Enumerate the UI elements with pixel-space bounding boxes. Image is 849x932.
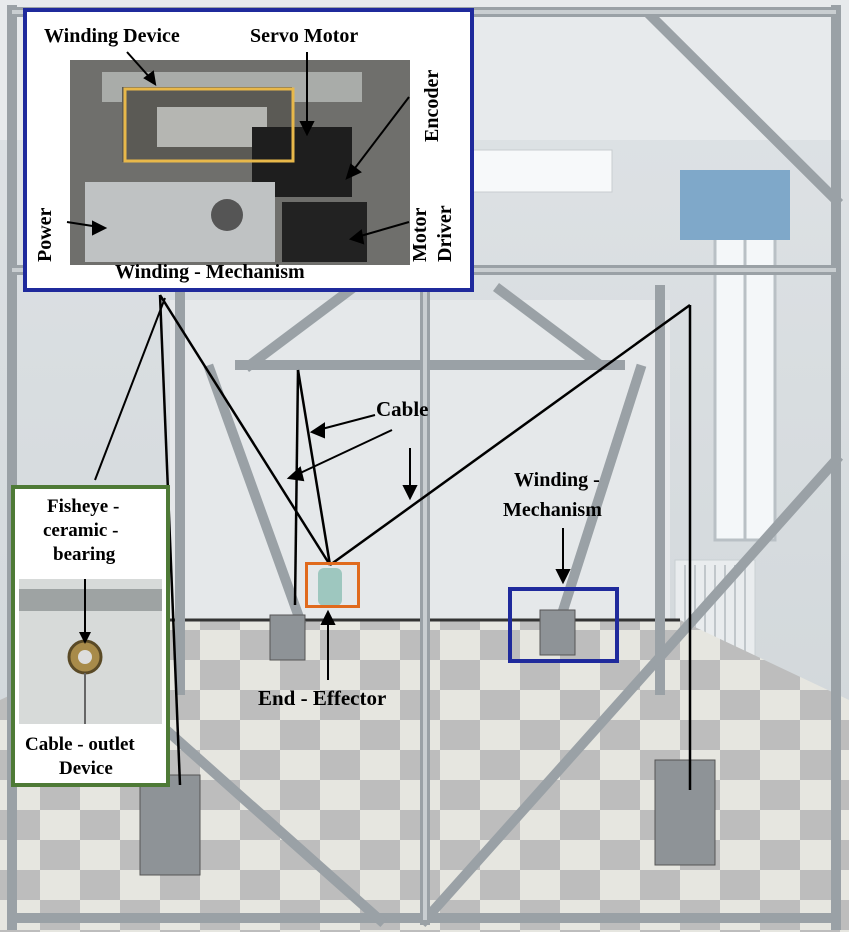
label-end-effector: End - Effector <box>258 686 387 710</box>
power-supply-shape <box>85 182 275 262</box>
label-winding-mechanism-right-line1: Winding - <box>514 469 600 491</box>
cable-outlet-inset: Fisheye - ceramic - bearing Cable - outl… <box>11 485 170 787</box>
fisheye-bearing-photo <box>19 579 162 724</box>
label-winding-mechanism-inset: Winding - Mechanism <box>115 261 305 283</box>
label-fisheye-line3: bearing <box>53 544 116 565</box>
label-motor: Motor <box>409 207 431 262</box>
end-effector-bottle <box>318 568 342 606</box>
winding-mechanism-inset: Winding Device Servo Motor Encoder Power… <box>23 8 474 292</box>
label-cable: Cable <box>376 397 429 421</box>
window-blind <box>680 170 790 240</box>
label-driver: Driver <box>434 205 456 262</box>
label-cable-outlet-line1: Cable - outlet <box>25 734 135 755</box>
label-fisheye-line2: ceramic - <box>43 520 119 541</box>
winding-mechanism-front-left <box>139 774 201 876</box>
winding-mechanism-rear-left <box>269 614 306 661</box>
label-servo-motor: Servo Motor <box>250 25 359 47</box>
winding-mechanism-front-right <box>654 759 716 866</box>
winding-device-highlight <box>123 87 295 163</box>
label-fisheye-line1: Fisheye - <box>47 496 120 517</box>
winding-device-photo <box>66 51 410 265</box>
label-power: Power <box>34 207 56 262</box>
annotation-arrows <box>94 297 571 680</box>
winding-mechanism-rear-right <box>539 609 576 656</box>
ceiling-light <box>471 149 613 193</box>
label-winding-device: Winding Device <box>44 25 180 47</box>
label-cable-outlet-line2: Device <box>59 758 113 779</box>
label-encoder: Encoder <box>421 69 443 142</box>
motor-driver-shape <box>282 202 367 262</box>
label-winding-mechanism-right-line2: Mechanism <box>503 499 602 521</box>
end-effector-highlight <box>305 562 360 608</box>
winding-mechanism-highlight <box>508 587 619 663</box>
